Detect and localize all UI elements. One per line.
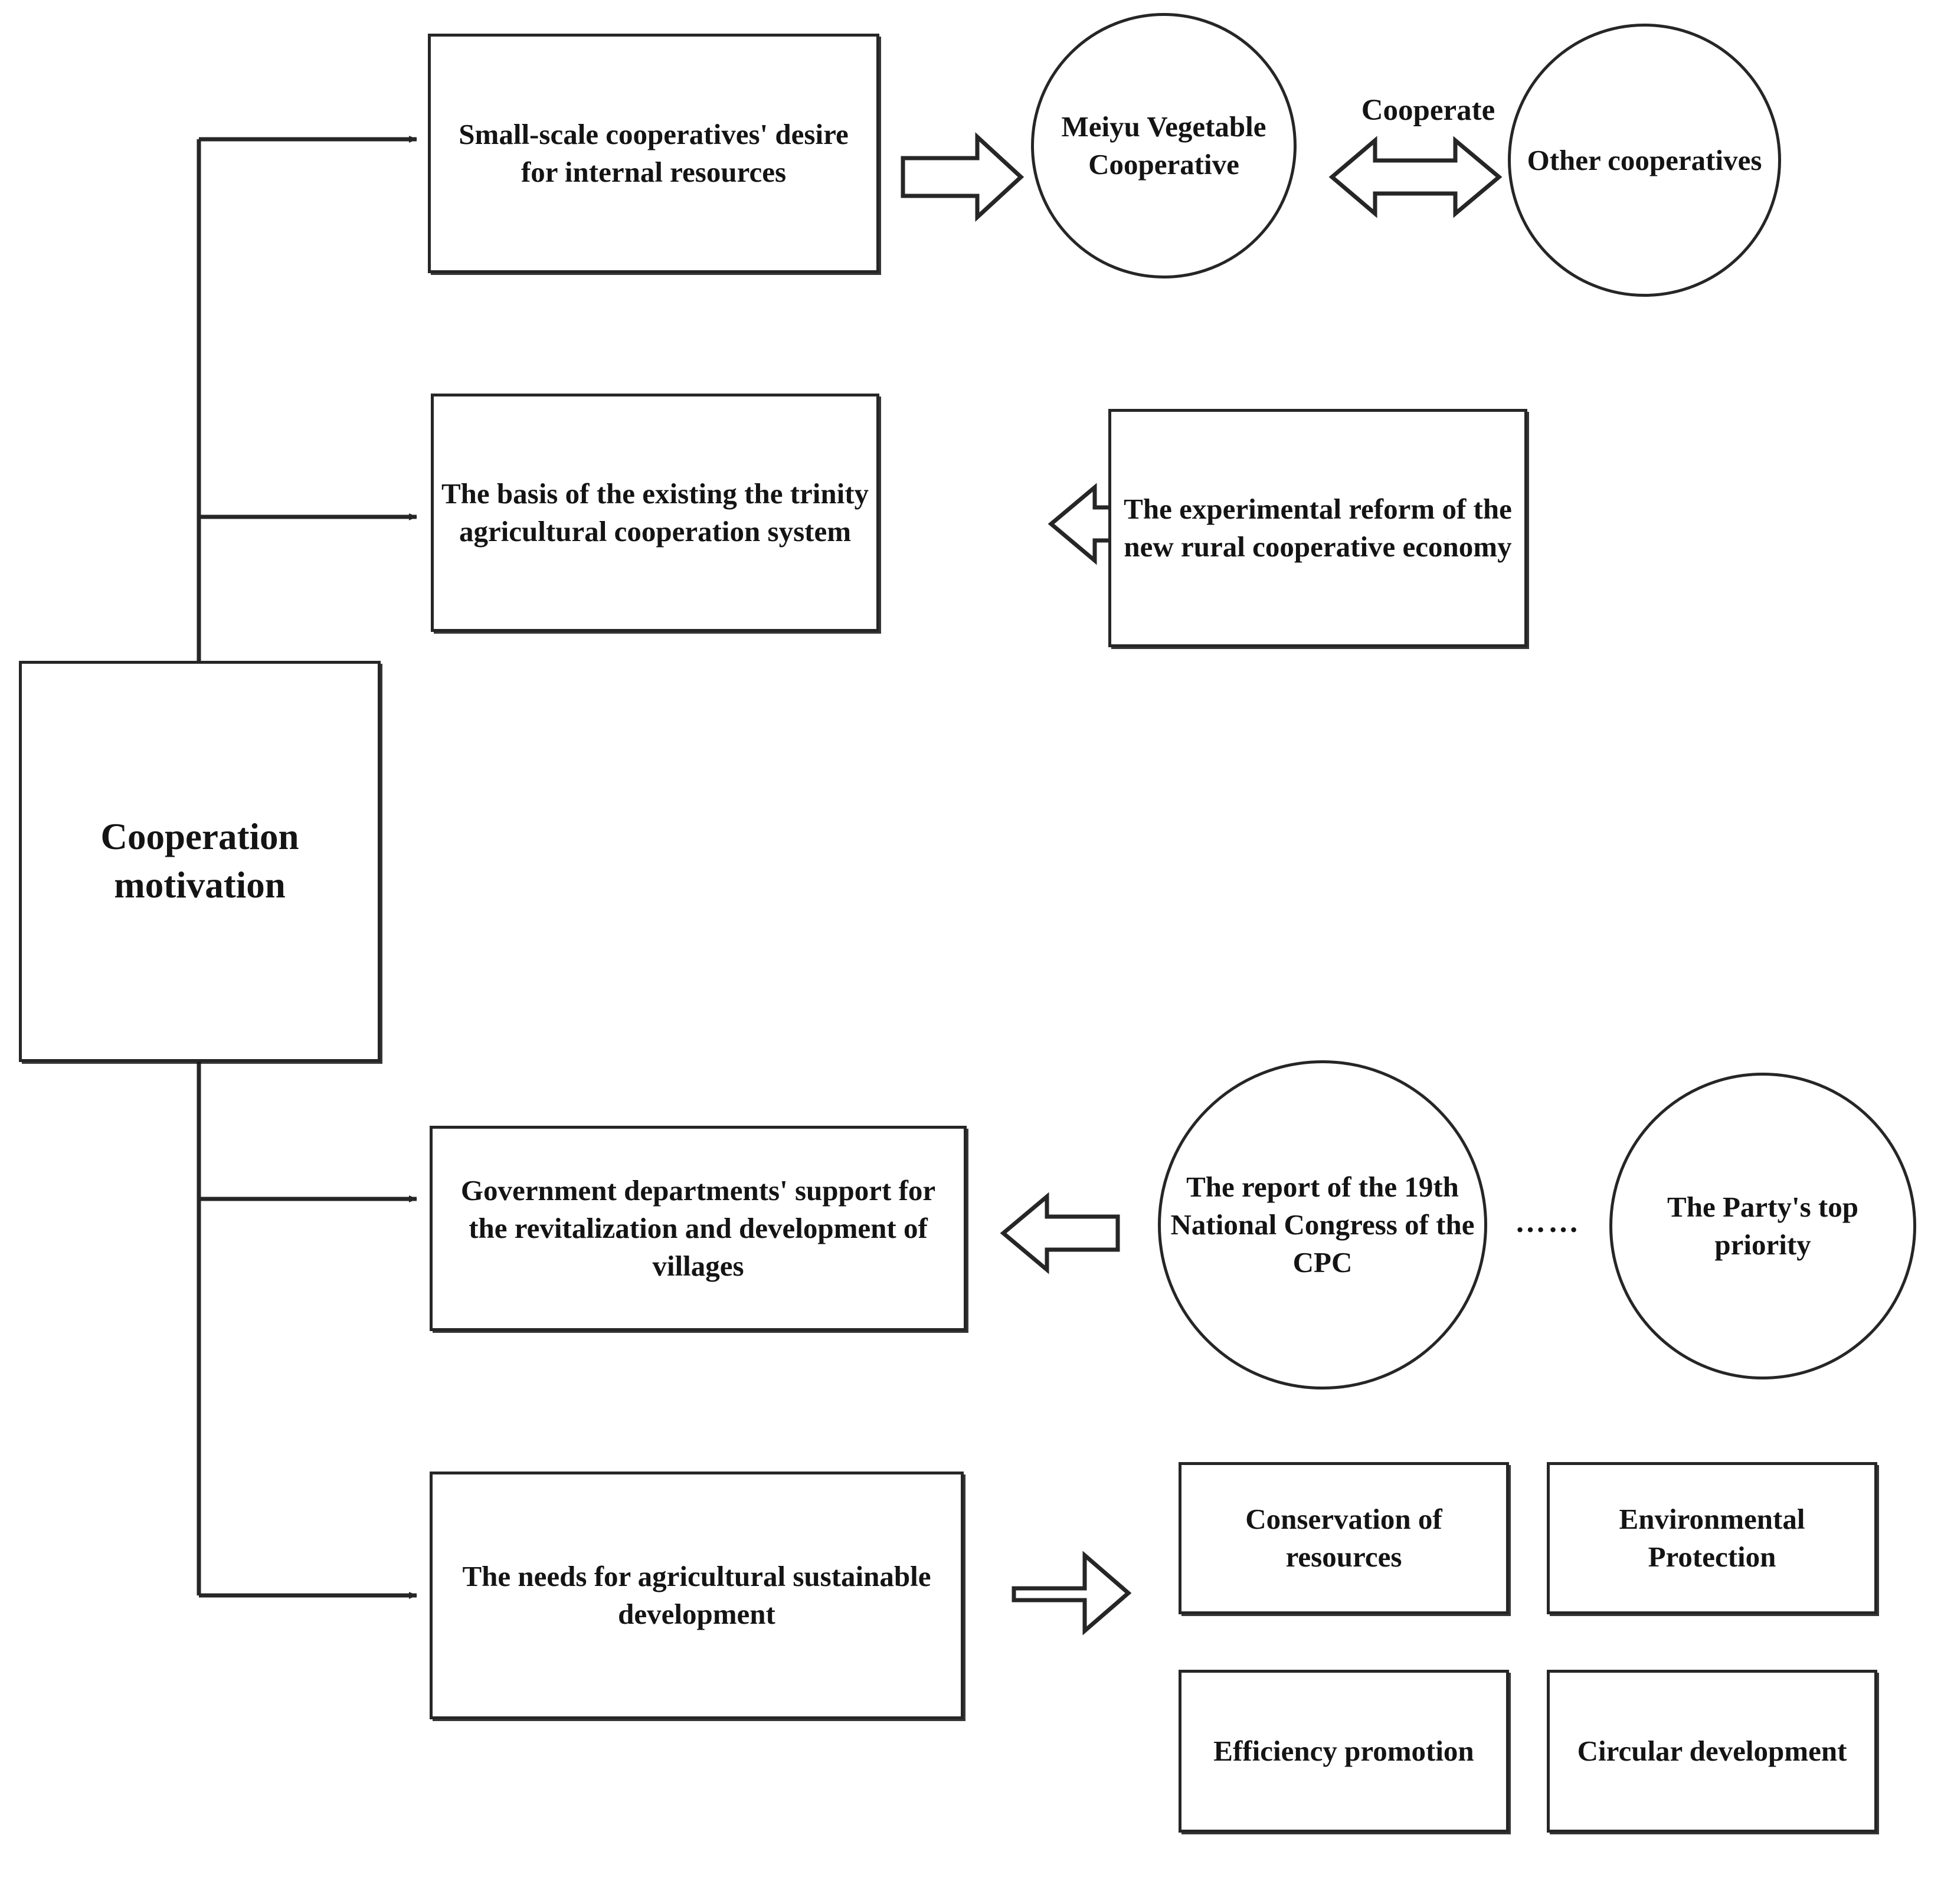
outcome-box-4-label: Circular development — [1577, 1735, 1847, 1768]
branch-node-3-label: Government departments' support for the … — [460, 1174, 936, 1282]
circle-party-top-priority-label: The Party's top priority — [1667, 1191, 1858, 1261]
circle-other-cooperatives-label: Other cooperatives — [1527, 143, 1762, 176]
ellipsis-icon: …… — [1492, 1201, 1604, 1243]
branch-node-4-label: The needs for agricultural sustainable d… — [462, 1560, 931, 1630]
circle-report-19th-national-congress[interactable]: The report of the 19th National Congress… — [1158, 1060, 1487, 1390]
outcome-box-1[interactable]: Conservation of resources — [1179, 1462, 1509, 1614]
circle-other-cooperatives[interactable]: Other cooperatives — [1508, 24, 1781, 297]
branch-node-3[interactable]: Government departments' support for the … — [430, 1126, 967, 1331]
outcome-box-2-label: Environmental Protection — [1619, 1503, 1805, 1573]
circle-party-top-priority[interactable]: The Party's top priority — [1609, 1073, 1916, 1379]
outcome-box-4[interactable]: Circular development — [1547, 1670, 1877, 1833]
branch-node-1-label: Small-scale cooperatives' desire for int… — [459, 118, 849, 188]
branch-node-2[interactable]: The basis of the existing the trinity ag… — [431, 394, 879, 632]
source-box-experimental-reform[interactable]: The experimental reform of the new rural… — [1108, 409, 1527, 647]
cooperate-label-text: Cooperate — [1361, 94, 1495, 127]
ellipsis-text: …… — [1515, 1205, 1581, 1239]
root-node-label: Cooperation motivation — [100, 816, 299, 906]
block-arrow-right-icon-row4 — [1012, 1551, 1132, 1636]
outcome-box-1-label: Conservation of resources — [1245, 1503, 1442, 1573]
branch-node-1[interactable]: Small-scale cooperatives' desire for int… — [428, 34, 879, 273]
branch-node-2-label: The basis of the existing the trinity ag… — [441, 477, 869, 548]
root-node-cooperation-motivation[interactable]: Cooperation motivation — [19, 661, 381, 1062]
circle-report-label: The report of the 19th National Congress… — [1170, 1171, 1475, 1279]
circle-meiyu-label: Meiyu Vegetable Cooperative — [1061, 110, 1266, 181]
outcome-box-2[interactable]: Environmental Protection — [1547, 1462, 1877, 1614]
circle-meiyu-vegetable-cooperative[interactable]: Meiyu Vegetable Cooperative — [1031, 13, 1297, 278]
block-arrow-double-icon — [1328, 136, 1503, 218]
block-arrow-right-icon-row1 — [901, 132, 1025, 222]
source-box-experimental-reform-label: The experimental reform of the new rural… — [1124, 493, 1512, 563]
cooperate-link-label: Cooperate — [1316, 90, 1540, 131]
outcome-box-3-label: Efficiency promotion — [1213, 1735, 1474, 1768]
block-arrow-left-icon-row3 — [1000, 1192, 1120, 1274]
branch-node-4[interactable]: The needs for agricultural sustainable d… — [430, 1472, 964, 1719]
outcome-box-3[interactable]: Efficiency promotion — [1179, 1670, 1509, 1833]
